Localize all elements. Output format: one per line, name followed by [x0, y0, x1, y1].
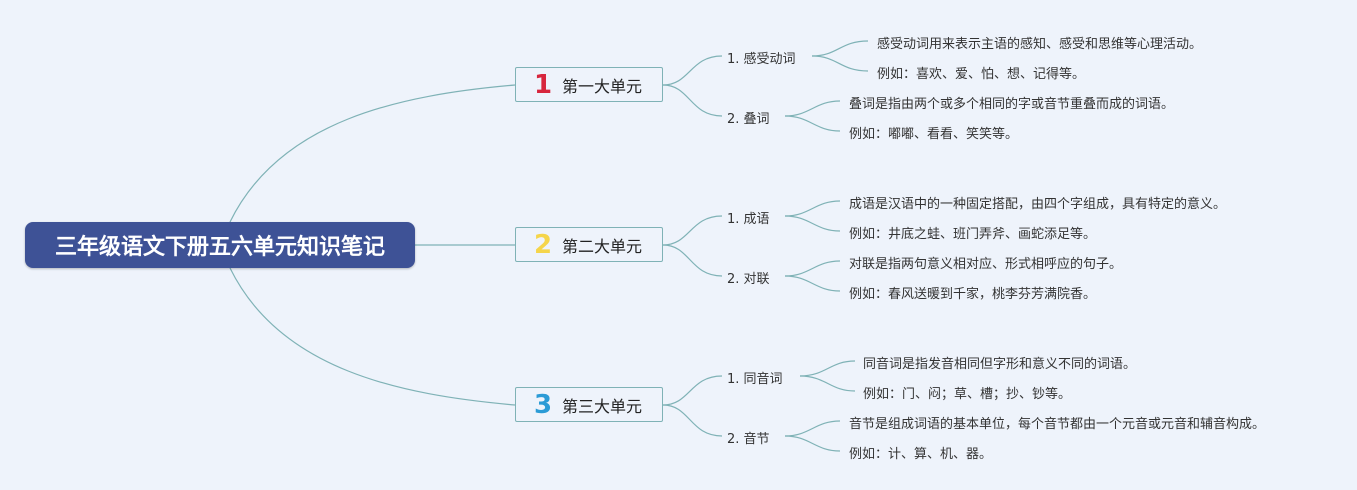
unit-node-1[interactable]: 1 第一大单元 [515, 67, 663, 102]
unit-number-badge: 2 [533, 229, 553, 260]
connector-leaf [799, 360, 856, 377]
connector-leaf [784, 260, 841, 277]
connector-unit2-sub2 [662, 244, 723, 277]
unit-node-2[interactable]: 2 第二大单元 [515, 227, 663, 262]
connector-unit3-sub1 [662, 375, 723, 406]
connector-leaf [811, 40, 869, 57]
leaf-note: 例如：嘟嘟、看看、笑笑等。 [849, 127, 1019, 142]
connector-leaf [784, 215, 841, 232]
unit-label: 第二大单元 [562, 236, 643, 256]
unit-number-badge: 1 [533, 69, 553, 100]
leaf-note: 叠词是指由两个或多个相同的字或音节重叠而成的词语。 [849, 97, 1175, 112]
unit-node-3[interactable]: 3 第三大单元 [515, 387, 663, 422]
subtopic-1-2[interactable]: 2. 叠词 [727, 112, 770, 127]
connector-leaf [784, 275, 841, 292]
connector-leaf [784, 100, 841, 117]
connector-unit1-sub2 [662, 84, 723, 117]
leaf-note: 音节是组成词语的基本单位，每个音节都由一个元音或元音和辅音构成。 [849, 417, 1266, 432]
subtopic-2-1[interactable]: 1. 成语 [727, 212, 770, 227]
connector-leaf [784, 200, 841, 217]
unit-label: 第一大单元 [562, 76, 643, 96]
leaf-note: 同音词是指发音相同但字形和意义不同的词语。 [863, 357, 1137, 372]
connector-root-unit1 [229, 84, 516, 223]
connector-leaf [784, 435, 841, 452]
unit-number-badge: 3 [533, 389, 553, 420]
connector-root-unit3 [229, 267, 516, 406]
connector-leaf [799, 375, 856, 392]
leaf-note: 例如：计、算、机、器。 [849, 447, 993, 462]
connector-leaf [784, 115, 841, 132]
connector-unit3-sub2 [662, 404, 723, 437]
unit-label: 第三大单元 [562, 396, 643, 416]
leaf-note: 对联是指两句意义相对应、形式相呼应的句子。 [849, 257, 1123, 272]
connector-leaf [811, 55, 869, 72]
connector-unit1-sub1 [662, 55, 723, 86]
root-title: 三年级语文下册五六单元知识笔记 [54, 235, 385, 260]
connector-unit2-sub1 [662, 215, 723, 246]
leaf-note: 例如：喜欢、爱、怕、想、记得等。 [877, 67, 1086, 82]
leaf-note: 成语是汉语中的一种固定搭配，由四个字组成，具有特定的意义。 [849, 197, 1227, 212]
leaf-note: 例如：门、闷；草、槽；抄、钞等。 [863, 387, 1072, 402]
subtopic-1-1[interactable]: 1. 感受动词 [727, 52, 796, 67]
subtopic-2-2[interactable]: 2. 对联 [727, 272, 770, 287]
subtopic-3-2[interactable]: 2. 音节 [727, 432, 770, 447]
connector-leaf [784, 420, 841, 437]
root-topic[interactable]: 三年级语文下册五六单元知识笔记 [25, 222, 415, 268]
leaf-note: 例如：春风送暖到千家，桃李芬芳满院香。 [849, 287, 1097, 302]
subtopic-3-1[interactable]: 1. 同音词 [727, 372, 783, 387]
leaf-note: 感受动词用来表示主语的感知、感受和思维等心理活动。 [877, 37, 1203, 52]
leaf-note: 例如：井底之蛙、班门弄斧、画蛇添足等。 [849, 227, 1097, 242]
